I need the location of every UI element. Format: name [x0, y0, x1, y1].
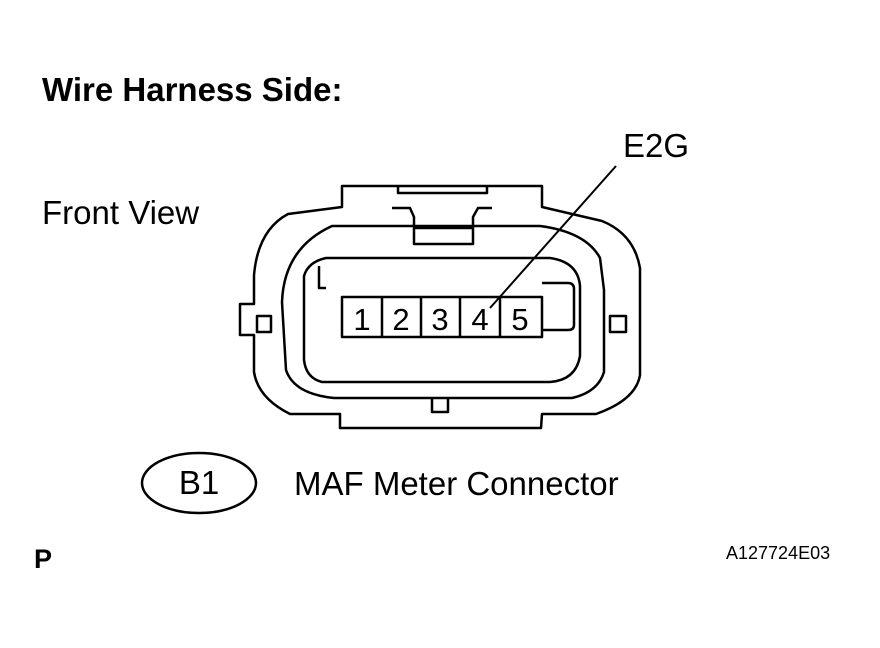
pin-frame [340, 295, 544, 339]
connector-cavity [302, 256, 582, 384]
top-latch [396, 186, 489, 195]
pin-3-label: 3 [431, 302, 448, 337]
pin-2-label: 2 [392, 302, 409, 337]
figure-id: A127724E03 [726, 543, 831, 563]
connector-mid-shell [280, 224, 606, 400]
connector-code-badge: B1 [140, 451, 258, 515]
section-heading: Wire Harness Side: [42, 71, 343, 108]
pin-callout-leader [489, 165, 617, 309]
bottom-notch [430, 398, 450, 414]
connector-name: MAF Meter Connector [294, 465, 619, 502]
corner-mark: P [34, 544, 53, 574]
view-label: Front View [42, 194, 200, 231]
connector-outer-shell [238, 184, 642, 430]
pin-1-label: 1 [353, 302, 370, 337]
pin-callout-label: E2G [623, 127, 690, 164]
keying-nub [542, 281, 576, 332]
pin-4-label: 4 [471, 302, 488, 337]
connector-code: B1 [178, 464, 220, 501]
right-side-tab [608, 314, 628, 334]
top-latch-inner [392, 206, 492, 246]
left-side-tab [255, 314, 273, 334]
pin-5-label: 5 [511, 302, 528, 337]
